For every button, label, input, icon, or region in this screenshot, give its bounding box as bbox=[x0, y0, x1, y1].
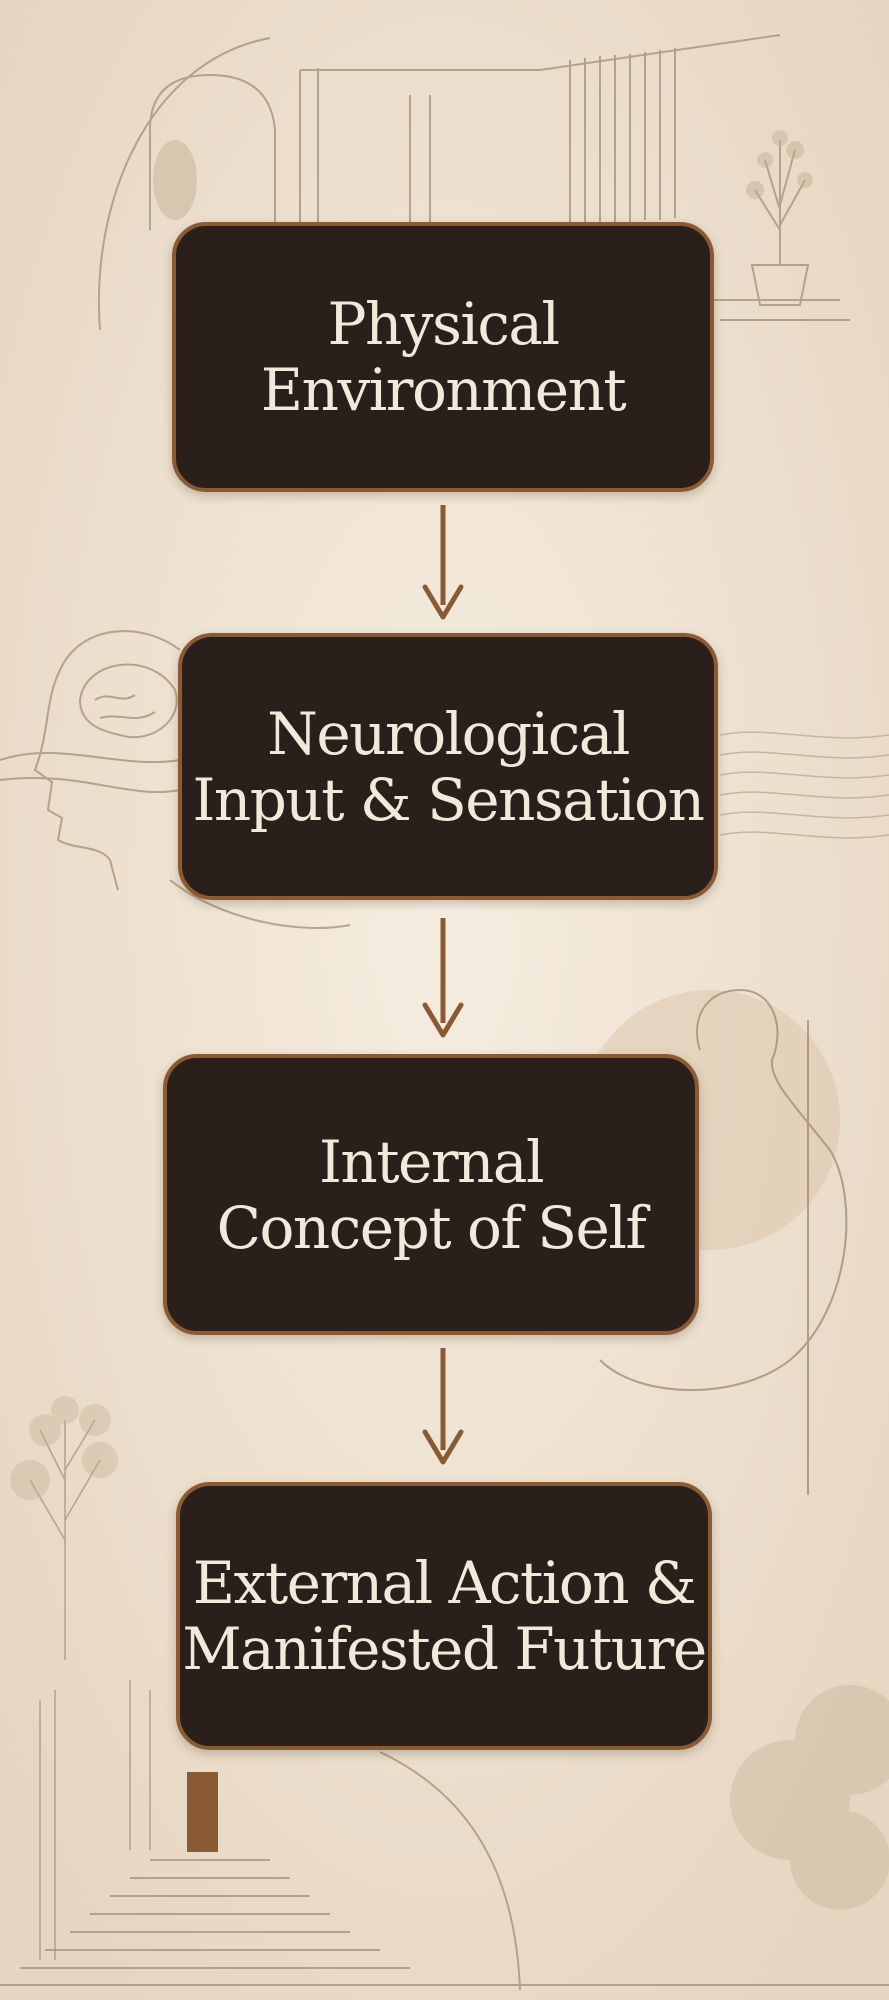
step-external-action: External Action & Manifested Future bbox=[176, 1482, 712, 1750]
room-sketch bbox=[98, 34, 850, 331]
step-internal-concept: Internal Concept of Self bbox=[163, 1054, 699, 1335]
step-label: Physical Environment bbox=[260, 290, 627, 424]
head-profile-sketch bbox=[0, 630, 351, 929]
step-physical-environment: Physical Environment bbox=[172, 222, 714, 492]
tree-foliage bbox=[10, 1396, 889, 1910]
room-sketch-foliage bbox=[153, 130, 813, 220]
silhouette-sketch bbox=[599, 988, 848, 1495]
arrow-down-icon bbox=[422, 1348, 464, 1465]
step-label: Neurological Input & Sensation bbox=[192, 699, 705, 834]
wave-lines-right bbox=[719, 731, 889, 839]
door-sketch bbox=[187, 1772, 218, 1852]
staircase-sketch bbox=[0, 1751, 889, 1991]
arrow-down-icon bbox=[422, 505, 464, 620]
tree-sketch bbox=[29, 1419, 151, 1960]
step-label: External Action & Manifested Future bbox=[182, 1549, 707, 1683]
step-neurological-input: Neurological Input & Sensation bbox=[178, 633, 718, 900]
step-label: Internal Concept of Self bbox=[216, 1127, 647, 1262]
arrow-down-icon bbox=[422, 918, 464, 1038]
